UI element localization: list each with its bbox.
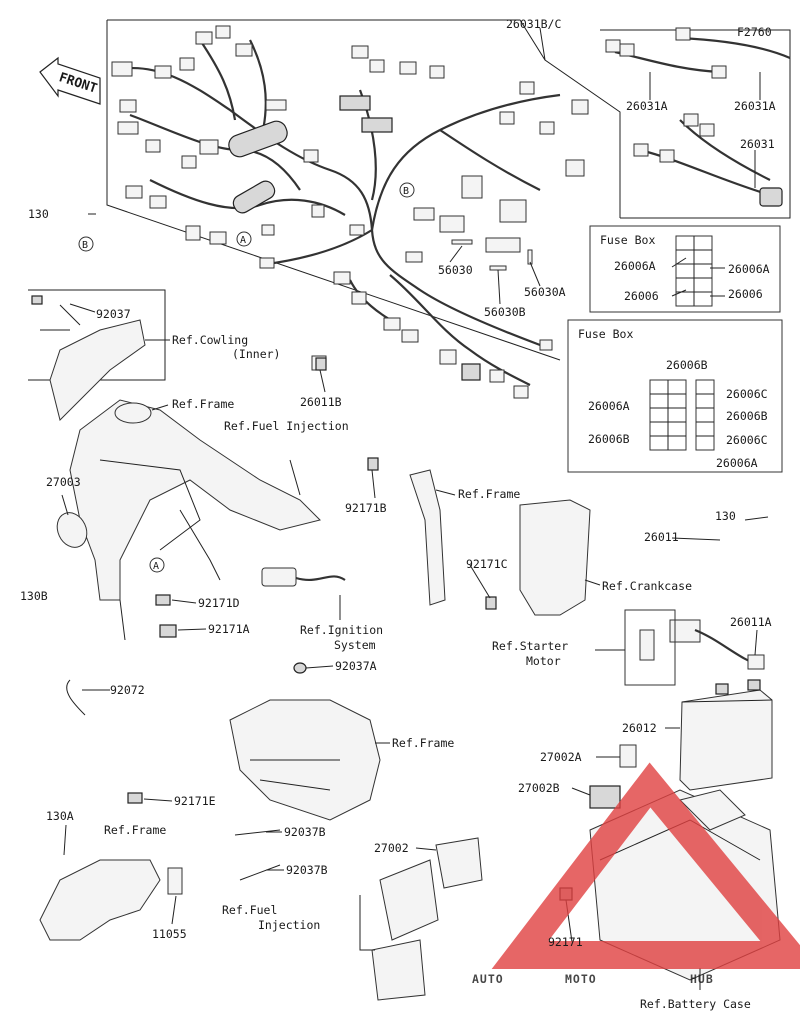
label-92171e: 92171E	[174, 794, 216, 808]
label-f2-26006b-left: 26006B	[588, 432, 630, 446]
label-f1-26006-right: 26006	[728, 287, 763, 301]
starter-motor-area	[519, 499, 765, 686]
battery-26012	[679, 679, 773, 791]
sub-harness-26031	[605, 27, 791, 207]
label-92072: 92072	[110, 683, 145, 697]
ecu-27002	[359, 837, 483, 1001]
watermark-logo: AUTO MOTO HUB	[472, 762, 800, 986]
label-f2-26006c-right-1: 26006C	[726, 387, 768, 401]
label-92171b: 92171B	[345, 501, 387, 515]
label-56030: 56030	[438, 263, 473, 277]
label-27002: 27002	[374, 841, 409, 855]
label-ref-fuel-injection-2a: Ref.Fuel	[222, 903, 277, 917]
label-130a: 130A	[46, 809, 74, 823]
label-92037a: 92037A	[335, 659, 377, 673]
label-26011b: 26011B	[300, 395, 342, 409]
main-wiring-harness	[114, 39, 561, 386]
label-56030b: 56030B	[484, 305, 526, 319]
label-fuse-box-2: Fuse Box	[578, 327, 633, 341]
label-f2760: F2760	[737, 25, 772, 39]
label-ref-battery-case: Ref.Battery Case	[640, 997, 751, 1011]
label-56030a: 56030A	[524, 285, 566, 299]
ref-circle-b-left	[78, 236, 94, 252]
label-ref-frame-4: Ref.Frame	[104, 823, 166, 837]
label-f1-26006a-right: 26006A	[728, 262, 770, 276]
label-92037: 92037	[96, 307, 131, 321]
fuse-box-1-frame	[589, 225, 781, 313]
label-f2-26006a-left: 26006A	[588, 399, 630, 413]
label-ref-frame-3: Ref.Frame	[392, 736, 454, 750]
label-26031bc: 26031B/C	[506, 17, 561, 31]
label-92171: 92171	[548, 935, 583, 949]
label-130: 130	[28, 207, 49, 221]
label-ref-crankcase: Ref.Crankcase	[602, 579, 692, 593]
part-27003	[56, 512, 88, 548]
label-ref-starter-2: Motor	[526, 654, 561, 668]
label-ref-cowling-2: (Inner)	[232, 347, 280, 361]
fuse-box-2-frame	[567, 319, 783, 473]
label-fuse-box-1: Fuse Box	[600, 233, 655, 247]
ref-circle-a-harness	[236, 231, 252, 247]
label-ref-starter-1: Ref.Starter	[492, 639, 568, 653]
frame-main	[69, 399, 321, 641]
label-f2-26006b-right: 26006B	[726, 409, 768, 423]
label-f1-26006a-left: 26006A	[614, 259, 656, 273]
label-26031a-2: 26031A	[734, 99, 776, 113]
label-f2-26006b-top: 26006B	[666, 358, 708, 372]
cowling-part	[31, 295, 146, 421]
label-a-harness: A	[240, 235, 246, 246]
harness-connectors	[111, 25, 589, 399]
label-11055: 11055	[152, 927, 187, 941]
label-27003: 27003	[46, 475, 81, 489]
front-arrow-icon: FRONT	[39, 56, 101, 105]
label-ref-frame-2: Ref.Frame	[458, 487, 520, 501]
label-92171a: 92171A	[208, 622, 250, 636]
watermark-hub: HUB	[690, 972, 714, 986]
leader-lines	[61, 27, 769, 990]
fuse-box-1-grid	[675, 235, 713, 307]
ignition-coil	[261, 567, 346, 587]
label-92171c: 92171C	[466, 557, 508, 571]
label-ref-fuel-injection-2b: Injection	[258, 918, 320, 932]
label-92037b-1: 92037B	[284, 825, 326, 839]
label-26031: 26031	[740, 137, 775, 151]
label-b-harness: B	[403, 186, 409, 197]
harness-boundary-lower	[106, 20, 561, 361]
label-26031a-1: 26031A	[626, 99, 668, 113]
label-a-frame: A	[153, 561, 159, 572]
fuse-box-2-grid	[649, 379, 715, 451]
label-26011a: 26011A	[730, 615, 772, 629]
watermark-moto: MOTO	[565, 972, 597, 986]
battery-case	[589, 744, 781, 981]
label-26012: 26012	[622, 721, 657, 735]
label-f2-26006a-bottom: 26006A	[716, 456, 758, 470]
label-f1-26006-left: 26006	[624, 289, 659, 303]
bracket-frame-lower-left	[39, 859, 183, 941]
subharness-box	[600, 29, 791, 219]
label-27002b: 27002B	[518, 781, 560, 795]
label-ref-ignition-1: Ref.Ignition	[300, 623, 383, 637]
cable-ties-92037b	[234, 829, 281, 881]
label-ref-frame-1: Ref.Frame	[172, 397, 234, 411]
ref-circle-b-harness	[399, 182, 415, 198]
label-130b: 130B	[20, 589, 48, 603]
fuse-parts	[451, 239, 533, 271]
label-ref-ignition-2: System	[334, 638, 376, 652]
frame-clamp-middle	[409, 469, 446, 606]
label-f2-26006c-right-2: 26006C	[726, 433, 768, 447]
label-130-right: 130	[715, 509, 736, 523]
label-ref-fuel-injection-1: Ref.Fuel Injection	[224, 419, 349, 433]
part-92072-band	[66, 679, 86, 716]
label-92037b-2: 92037B	[286, 863, 328, 877]
label-ref-cowling-1: Ref.Cowling	[172, 333, 248, 347]
frame-lower-mount	[229, 662, 381, 821]
watermark-auto: AUTO	[472, 972, 504, 986]
label-b-left: B	[82, 240, 88, 251]
label-27002a: 27002A	[540, 750, 582, 764]
label-92171d: 92171D	[198, 596, 240, 610]
label-26011: 26011	[644, 530, 679, 544]
ref-circle-a-frame	[149, 557, 165, 573]
